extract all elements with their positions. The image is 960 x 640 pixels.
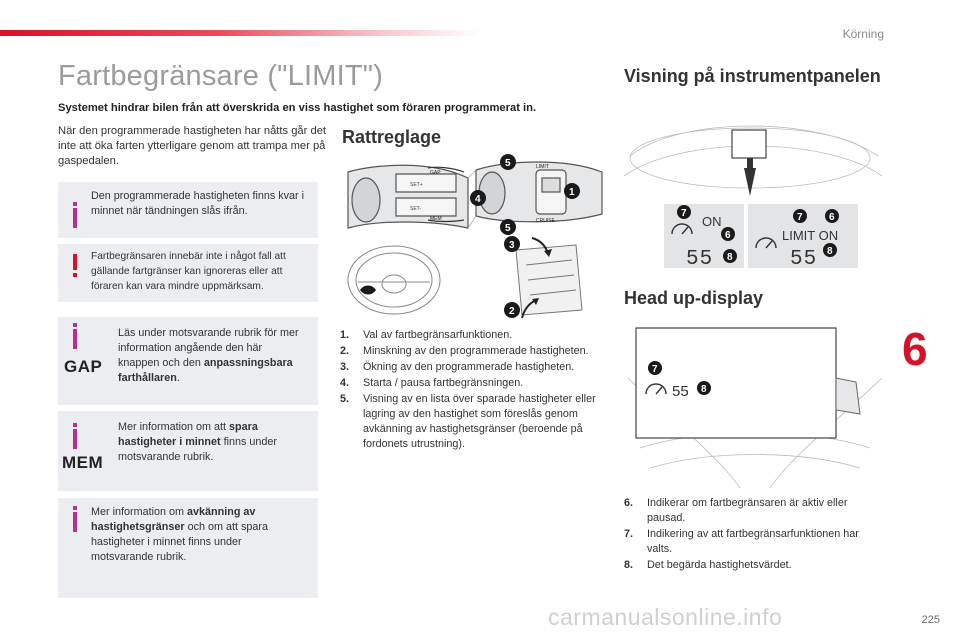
watermark: carmanualsonline.info xyxy=(548,604,783,630)
stalk-label-set-minus: SET- xyxy=(410,206,421,212)
badge-1: 1 xyxy=(564,183,580,199)
svg-text:5: 5 xyxy=(505,158,511,169)
list-item: 2.Minskning av den programmerade hastigh… xyxy=(340,345,589,357)
list-item: 4.Starta / pausa fartbegränsningen. xyxy=(340,377,524,389)
info-box-memory: Den programmerade hastigheten finns kvar… xyxy=(58,182,318,238)
badge-3: 3 xyxy=(504,236,520,252)
legend-list: 6.Indikerar om fartbegränsaren är aktiv … xyxy=(624,496,886,574)
stalk-label-cruise: CRUISE xyxy=(536,218,556,224)
badge-7: 7 xyxy=(648,361,662,375)
limit-speed: 55 xyxy=(790,248,817,271)
speedometer-icon xyxy=(645,383,667,395)
svg-text:5: 5 xyxy=(505,223,511,234)
steering-controls-diagram: SET+ SET- GAP MEM LIMIT CRUISE 1 4 5 5 3… xyxy=(347,154,603,319)
top-accent-bar xyxy=(0,30,480,36)
list-item: 6.Indikerar om fartbegränsaren är aktiv … xyxy=(624,497,848,524)
mem-label: MEM xyxy=(62,453,104,472)
info-icon xyxy=(73,323,77,349)
controls-heading: Rattreglage xyxy=(342,127,442,147)
list-item: 8.Det begärda hastighetsvärdet. xyxy=(624,559,792,571)
svg-text:8: 8 xyxy=(727,252,733,263)
info-memory-text: Den programmerade hastigheten finns kvar… xyxy=(91,190,305,217)
svg-text:1: 1 xyxy=(569,187,575,198)
info-icon xyxy=(73,423,77,449)
stalk-label-gap: GAP xyxy=(430,170,441,176)
on-speed: 55 xyxy=(686,248,713,271)
controls-list: 1.Val av fartbegränsarfunktionen. 2.Mins… xyxy=(340,328,605,453)
warning-icon xyxy=(73,254,77,277)
svg-text:8: 8 xyxy=(701,384,707,395)
svg-text:3: 3 xyxy=(509,240,515,251)
svg-text:2: 2 xyxy=(509,306,515,317)
speedometer-icon xyxy=(671,223,693,235)
badge-4: 4 xyxy=(470,190,486,206)
gap-label: GAP xyxy=(64,357,103,376)
info-box-sign-detection: Mer information om avkänning av hastighe… xyxy=(58,498,318,598)
list-item: 1.Val av fartbegränsarfunktionen. xyxy=(340,329,513,341)
badge-7: 7 xyxy=(677,205,691,219)
badge-6: 6 xyxy=(721,227,735,241)
page-number: 225 xyxy=(921,614,940,626)
badge-6: 6 xyxy=(825,209,839,223)
hud-heading: Head up-display xyxy=(624,288,764,308)
badge-5-bottom: 5 xyxy=(500,219,516,235)
info-sign-text: Mer information om avkänning av hastighe… xyxy=(91,506,269,563)
on-text: ON xyxy=(702,214,722,229)
svg-text:6: 6 xyxy=(725,230,731,241)
badge-2: 2 xyxy=(504,302,520,318)
svg-text:7: 7 xyxy=(652,364,658,375)
list-item: 7.Indikering av att fartbegränsarfunktio… xyxy=(624,528,859,555)
badge-7: 7 xyxy=(793,209,807,223)
info-box-gap: GAP Läs under motsvarande rubrik för mer… xyxy=(58,317,318,405)
svg-text:7: 7 xyxy=(681,208,687,219)
info-gap-text: Läs under motsvarande rubrik för mer inf… xyxy=(118,327,299,384)
badge-8: 8 xyxy=(823,243,837,257)
badge-8: 8 xyxy=(697,381,711,395)
intro-bold: Systemet hindrar bilen från att överskri… xyxy=(58,102,537,114)
intro-text: När den programmerade hastigheten har nå… xyxy=(58,125,327,167)
speedometer-icon xyxy=(755,237,777,249)
instrument-panel-diagram: ON 55 LIMIT ON 55 7 6 8 7 6 8 xyxy=(623,125,883,271)
chapter-number: 6 xyxy=(902,323,928,375)
badge-5-top: 5 xyxy=(500,154,516,170)
hud-speed: 55 xyxy=(672,383,689,400)
svg-text:8: 8 xyxy=(827,246,833,257)
stalk-label-set-plus: SET+ xyxy=(410,182,423,188)
svg-text:6: 6 xyxy=(829,212,835,223)
instrument-heading: Visning på instrumentpanelen xyxy=(624,66,881,86)
svg-text:7: 7 xyxy=(797,212,803,223)
badge-8: 8 xyxy=(723,249,737,263)
head-up-display-diagram: 55 7 8 xyxy=(627,327,883,488)
info-box-mem: MEM Mer information om att spara hastigh… xyxy=(58,411,318,491)
svg-text:4: 4 xyxy=(475,194,481,205)
info-icon xyxy=(73,202,77,228)
info-icon xyxy=(73,506,77,532)
stalk-label-mem: MEM xyxy=(430,216,442,222)
stalk-label-limit: LIMIT xyxy=(536,164,549,170)
warning-box: Fartbegränsaren innebär inte i något fal… xyxy=(58,244,318,302)
list-item: 3.Ökning av den programmerade hastighete… xyxy=(340,361,575,373)
list-item: 5.Visning av en lista över sparade hasti… xyxy=(340,393,596,450)
section-label: Körning xyxy=(842,27,884,41)
limit-on-text: LIMIT ON xyxy=(782,228,838,243)
warning-text: Fartbegränsaren innebär inte i något fal… xyxy=(91,251,286,292)
page-title: Fartbegränsare ("LIMIT") xyxy=(58,60,384,92)
info-mem-text: Mer information om att spara hastigheter… xyxy=(118,421,278,463)
